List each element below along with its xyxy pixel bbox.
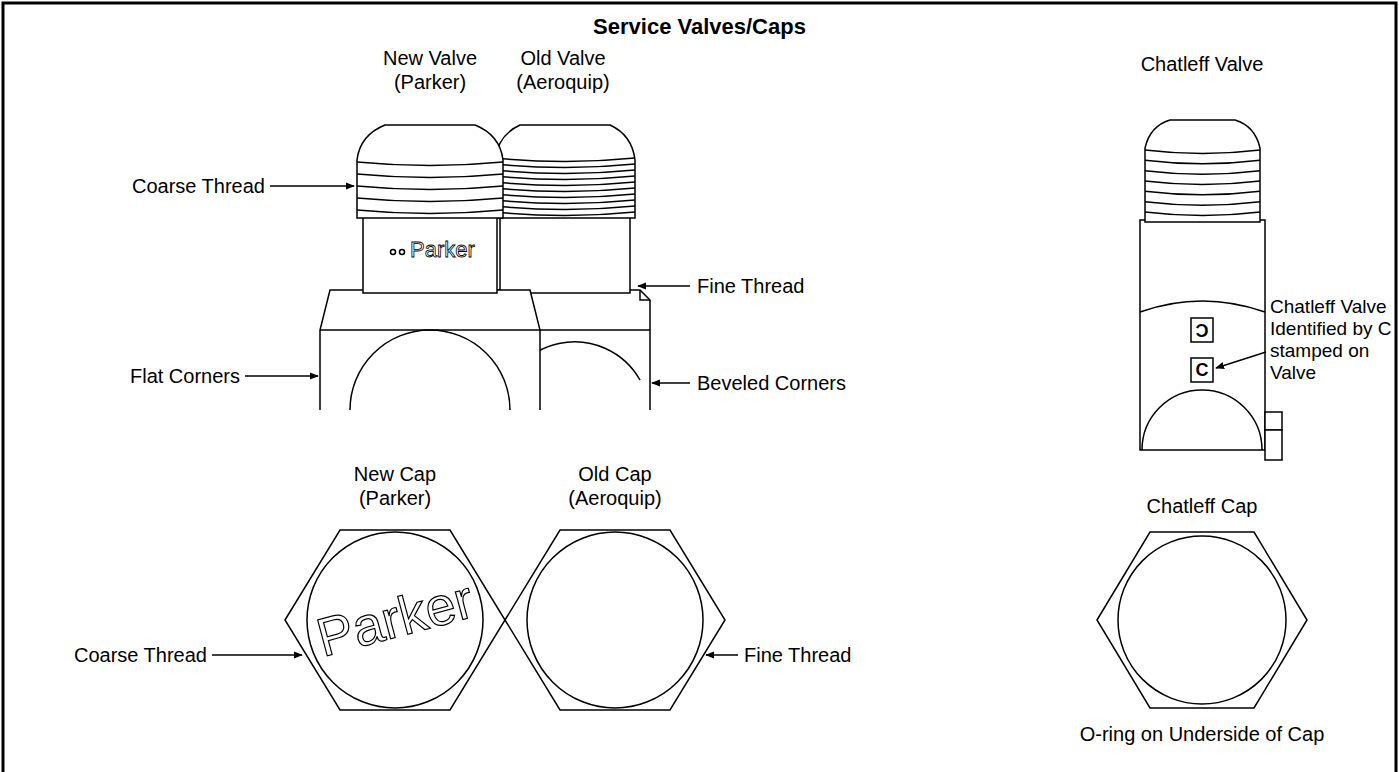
callout-label: Chatleff Valve Identified by C stamped o… xyxy=(1270,296,1394,384)
thread-line xyxy=(495,182,635,186)
cap-label: New Cap (Parker) xyxy=(330,462,460,510)
cap-label: Chatleff Cap xyxy=(1102,494,1302,518)
stamp-letter: C xyxy=(1191,318,1213,342)
note-label: O-ring on Underside of Cap xyxy=(1002,722,1399,746)
thread-line xyxy=(495,158,635,162)
cap-label: Old Cap (Aeroquip) xyxy=(545,462,685,510)
leader-lines xyxy=(212,186,1266,655)
thread-line xyxy=(1145,171,1260,175)
valve-label: Old Valve (Aeroquip) xyxy=(498,46,628,94)
frame xyxy=(3,3,1396,772)
thread-line xyxy=(495,206,635,210)
thread-line xyxy=(1145,212,1260,216)
thread-line xyxy=(357,198,503,202)
thread-line xyxy=(357,162,503,166)
brand-marking: Parker xyxy=(410,238,498,262)
callout-label: Fine Thread xyxy=(744,643,894,667)
chatleff-valve xyxy=(1140,120,1282,460)
thread-line xyxy=(495,188,635,192)
thread-line xyxy=(495,200,635,204)
thread-line xyxy=(495,164,635,168)
thread-line xyxy=(495,176,635,180)
stamp-letter: C xyxy=(1191,358,1213,382)
valve-label: New Valve (Parker) xyxy=(370,46,490,94)
thread-line xyxy=(357,174,503,178)
thread-line xyxy=(495,170,635,174)
thread-line xyxy=(357,210,503,214)
callout-label: Fine Thread xyxy=(697,274,857,298)
thread-line xyxy=(1145,191,1260,195)
diagram-title: Service Valves/Caps xyxy=(0,14,1399,40)
thread-line xyxy=(357,186,503,190)
thread-line xyxy=(1145,160,1260,164)
thread-line xyxy=(495,212,635,216)
aeroquip-cap xyxy=(505,530,725,710)
parker-cap xyxy=(285,530,505,710)
callout-label: Coarse Thread xyxy=(60,174,265,198)
callout-label: Beveled Corners xyxy=(697,371,897,395)
parker-valve xyxy=(320,125,540,410)
callout-label: Coarse Thread xyxy=(20,643,207,667)
thread-line xyxy=(1145,202,1260,206)
chatleff-cap xyxy=(1097,532,1307,708)
thread-line xyxy=(495,194,635,198)
callout-label: Flat Corners xyxy=(40,364,240,388)
valve-label: Chatleff Valve xyxy=(1102,52,1302,76)
thread-line xyxy=(1145,181,1260,185)
thread-line xyxy=(1145,150,1260,154)
